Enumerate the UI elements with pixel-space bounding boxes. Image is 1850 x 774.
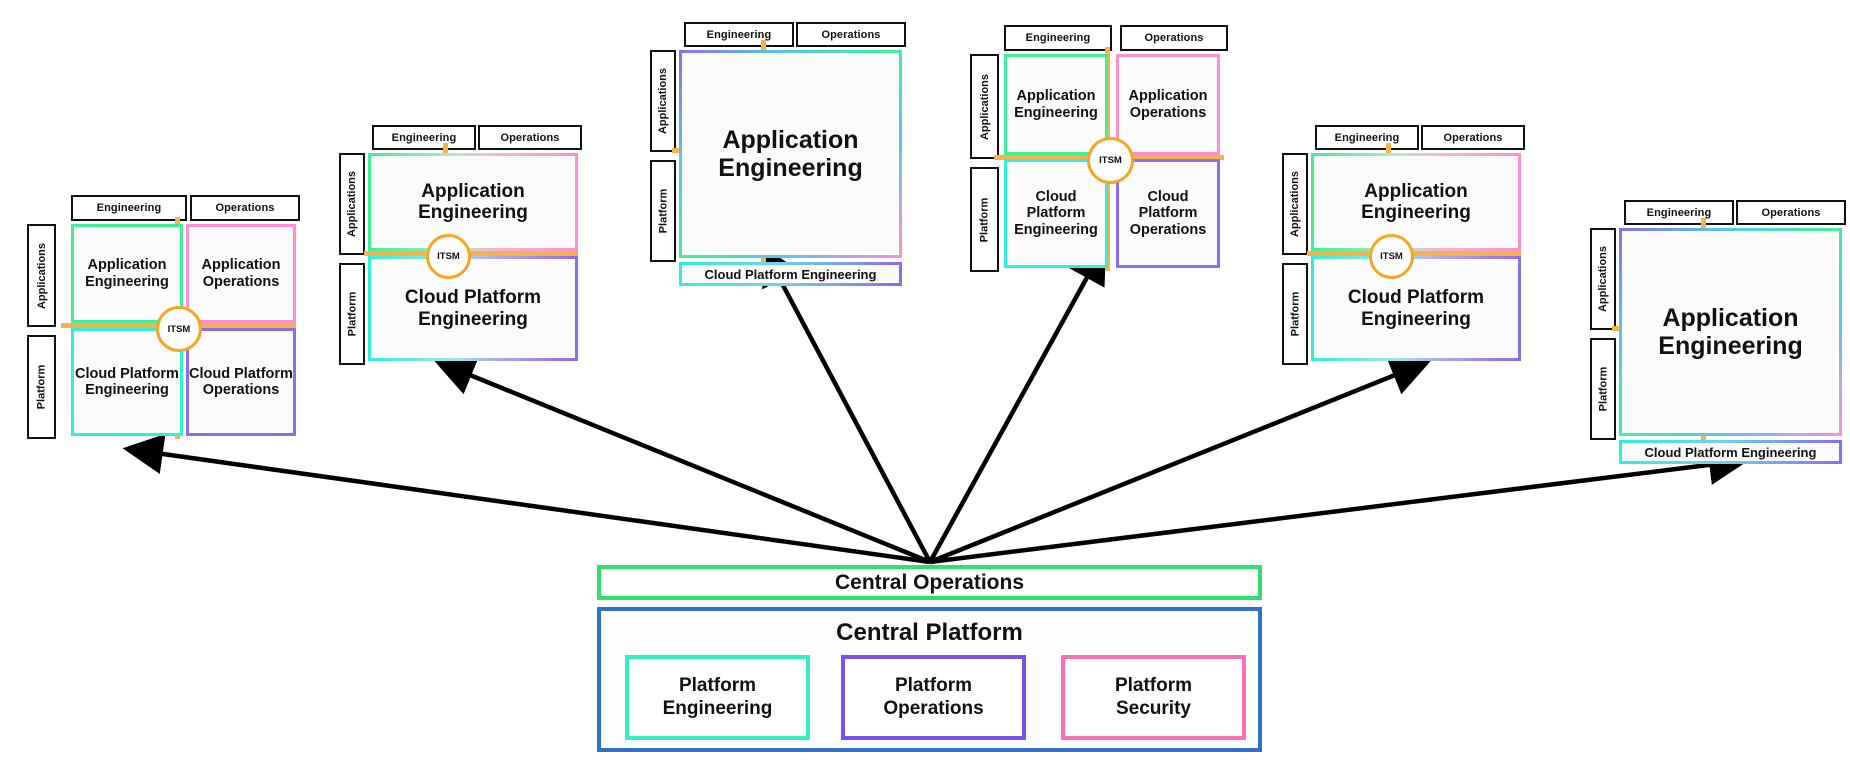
itsm-rail-vertical-stub-top [761,40,766,52]
column-header-operations: Operations [796,22,906,47]
model-6-full-merge-with-platform-bar: Engineering Operations Applications Plat… [1588,200,1850,464]
central-platform-title: Central Platform [836,619,1023,646]
model-5-row-merged: Engineering Operations Applications Plat… [1280,125,1535,375]
cell-cloud-platform-operations: Cloud Platform Operations [186,328,296,436]
cell-application-operations: Application Operations [186,224,296,323]
platform-security-line1: Platform [1114,674,1193,696]
row-header-applications-label: Applications [1289,170,1302,238]
cell-application-engineering-merged: Application Engineering [368,153,578,251]
cell-application-engineering-full: Application Engineering [1619,228,1842,436]
cell-cloud-platform-engineering-merged: Cloud Platform Engineering [1311,256,1521,361]
itsm-node: ITSM [156,306,202,352]
bar-cloud-platform-engineering: Cloud Platform Engineering [679,262,902,286]
model-4-four-quadrants: Engineering Operations Applications Plat… [968,25,1228,280]
column-header-engineering: Engineering [684,22,794,47]
row-header-applications: Applications [339,153,365,255]
column-header-operations: Operations [190,195,300,221]
itsm-rail-horizontal [1307,251,1521,256]
row-header-platform-label: Platform [1289,291,1301,337]
platform-engineering-box[interactable]: Platform Engineering [625,655,810,740]
column-header-operations: Operations [478,125,582,150]
itsm-node: ITSM [1369,234,1414,279]
column-header-engineering: Engineering [71,195,187,221]
central-platform-container: Central Platform Platform Engineering Pl… [597,607,1262,752]
itsm-node: ITSM [1087,137,1134,184]
cell-cloud-platform-engineering-merged: Cloud Platform Engineering [368,256,578,361]
row-header-applications: Applications [970,54,999,159]
column-header-operations: Operations [1421,125,1525,150]
itsm-rail-vertical-stub-top [1701,218,1706,230]
platform-engineering-line2: Engineering [662,697,773,719]
column-header-engineering: Engineering [1315,125,1419,150]
itsm-rail-vertical-stub-bottom [761,253,766,267]
row-header-applications-label: Applications [346,170,359,238]
model-1-four-quadrants: Engineering Operations Applications Plat… [18,195,300,455]
cell-application-engineering: Application Engineering [71,224,183,323]
platform-operations-line2: Operations [883,697,984,719]
bar-cloud-platform-engineering: Cloud Platform Engineering [1619,440,1842,464]
row-header-platform: Platform [1590,338,1616,440]
row-header-applications-label: Applications [1597,245,1610,313]
column-header-engineering: Engineering [1624,200,1734,225]
row-header-platform: Platform [339,263,365,365]
platform-operations-line1: Platform [894,674,973,696]
row-header-platform-label: Platform [657,188,669,234]
platform-security-line2: Security [1116,697,1191,719]
column-header-engineering: Engineering [372,125,476,150]
row-header-platform: Platform [970,167,999,272]
itsm-rail-vertical-top [1386,143,1391,155]
row-header-platform: Platform [1282,263,1308,365]
cell-cloud-platform-engineering: Cloud Platform Engineering [1004,159,1108,268]
row-header-platform-label: Platform [346,291,358,337]
platform-operations-box[interactable]: Platform Operations [841,655,1026,740]
cell-application-engineering-full: Application Engineering [679,50,902,258]
itsm-node: ITSM [426,234,471,279]
row-header-applications-label: Applications [657,67,670,135]
model-3-full-merge-with-platform-bar: Engineering Operations Applications Plat… [648,22,913,286]
row-header-applications-label: Applications [978,73,991,140]
row-header-platform: Platform [650,160,676,262]
column-header-operations: Operations [1736,200,1846,225]
row-header-applications: Applications [1282,153,1308,255]
platform-engineering-line1: Platform [678,674,757,696]
itsm-rail-vertical-stub-bottom [1701,431,1706,445]
row-header-applications: Applications [1590,228,1616,330]
row-header-applications: Applications [650,50,676,152]
column-header-operations: Operations [1120,25,1228,51]
row-header-applications-label: Applications [35,242,48,309]
cell-application-engineering: Application Engineering [1004,54,1108,155]
model-2-row-merged: Engineering Operations Applications Plat… [337,125,592,375]
central-operations-box[interactable]: Central Operations [597,565,1262,600]
cell-cloud-platform-operations: Cloud Platform Operations [1116,159,1220,268]
cell-application-engineering-merged: Application Engineering [1311,153,1521,251]
row-header-platform-label: Platform [35,364,48,410]
itsm-rail-vertical-top [443,143,448,155]
itsm-rail-horizontal [364,251,578,256]
column-header-engineering: Engineering [1004,25,1112,51]
cell-application-operations: Application Operations [1116,54,1220,155]
row-header-platform: Platform [27,335,56,439]
row-header-platform-label: Platform [978,197,991,242]
row-header-platform-label: Platform [1597,366,1609,412]
row-header-applications: Applications [27,224,56,327]
platform-security-box[interactable]: Platform Security [1061,655,1246,740]
